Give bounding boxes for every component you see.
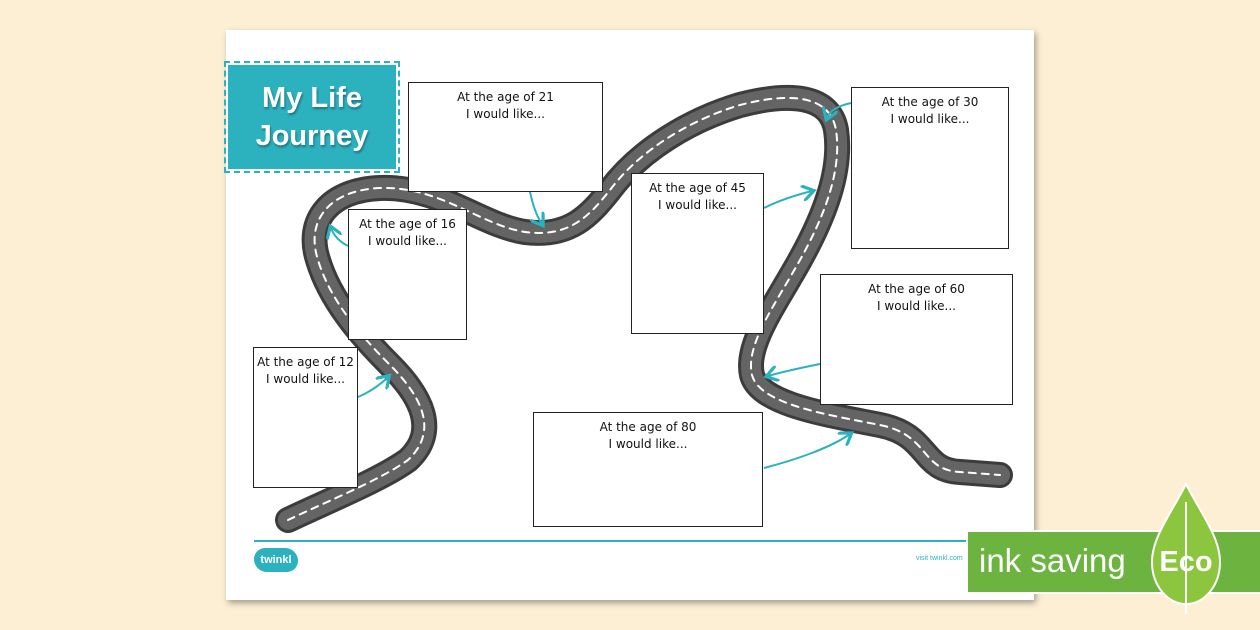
eco-badge: Eco <box>1159 546 1213 578</box>
box-heading: At the age of 30 <box>881 95 979 109</box>
box-prompt: I would like... <box>608 437 688 451</box>
worksheet-title: My Life Journey <box>224 61 400 173</box>
title-line-1: My Life <box>262 82 362 114</box>
title-line-2: Journey <box>255 120 369 152</box>
goal-box-age-80[interactable]: At the age of 80 I would like... <box>533 412 763 527</box>
box-heading: At the age of 21 <box>457 90 554 104</box>
box-heading: At the age of 45 <box>649 181 746 195</box>
arrow-icon <box>763 191 812 209</box>
footer-divider <box>254 540 966 542</box>
box-heading: At the age of 80 <box>599 420 697 434</box>
goal-box-age-16[interactable]: At the age of 16 I would like... <box>348 209 467 340</box>
box-prompt: I would like... <box>877 299 956 313</box>
goal-box-age-60[interactable]: At the age of 60 I would like... <box>820 274 1013 405</box>
box-heading: At the age of 60 <box>868 282 965 296</box>
ink-saving-label: ink saving <box>979 542 1126 579</box>
road <box>275 84 1013 533</box>
arrow-icon <box>331 228 349 247</box>
visit-link[interactable]: visit twinkl.com <box>916 555 963 562</box>
box-prompt: I would like... <box>266 372 345 386</box>
twinkl-logo[interactable]: twinkl <box>254 548 298 572</box>
goal-box-age-21[interactable]: At the age of 21 I would like... <box>408 82 603 192</box>
box-heading: At the age of 12 <box>257 355 354 369</box>
goal-box-age-45[interactable]: At the age of 45 I would like... <box>631 173 764 334</box>
leaf-icon <box>1150 482 1222 614</box>
arrow-icon <box>827 102 852 118</box>
box-prompt: I would like... <box>890 112 970 126</box>
goal-box-age-30[interactable]: At the age of 30 I would like... <box>851 87 1009 249</box>
arrow-icon <box>529 191 542 224</box>
box-heading: At the age of 16 <box>359 217 456 231</box>
box-prompt: I would like... <box>658 198 737 212</box>
goal-box-age-12[interactable]: At the age of 12 I would like... <box>253 347 358 488</box>
arrow-icon <box>357 377 388 398</box>
arrow-icon <box>768 363 821 376</box>
box-prompt: I would like... <box>368 234 447 248</box>
arrow-icon <box>763 434 850 469</box>
arrows <box>331 102 852 469</box>
box-prompt: I would like... <box>466 107 545 121</box>
